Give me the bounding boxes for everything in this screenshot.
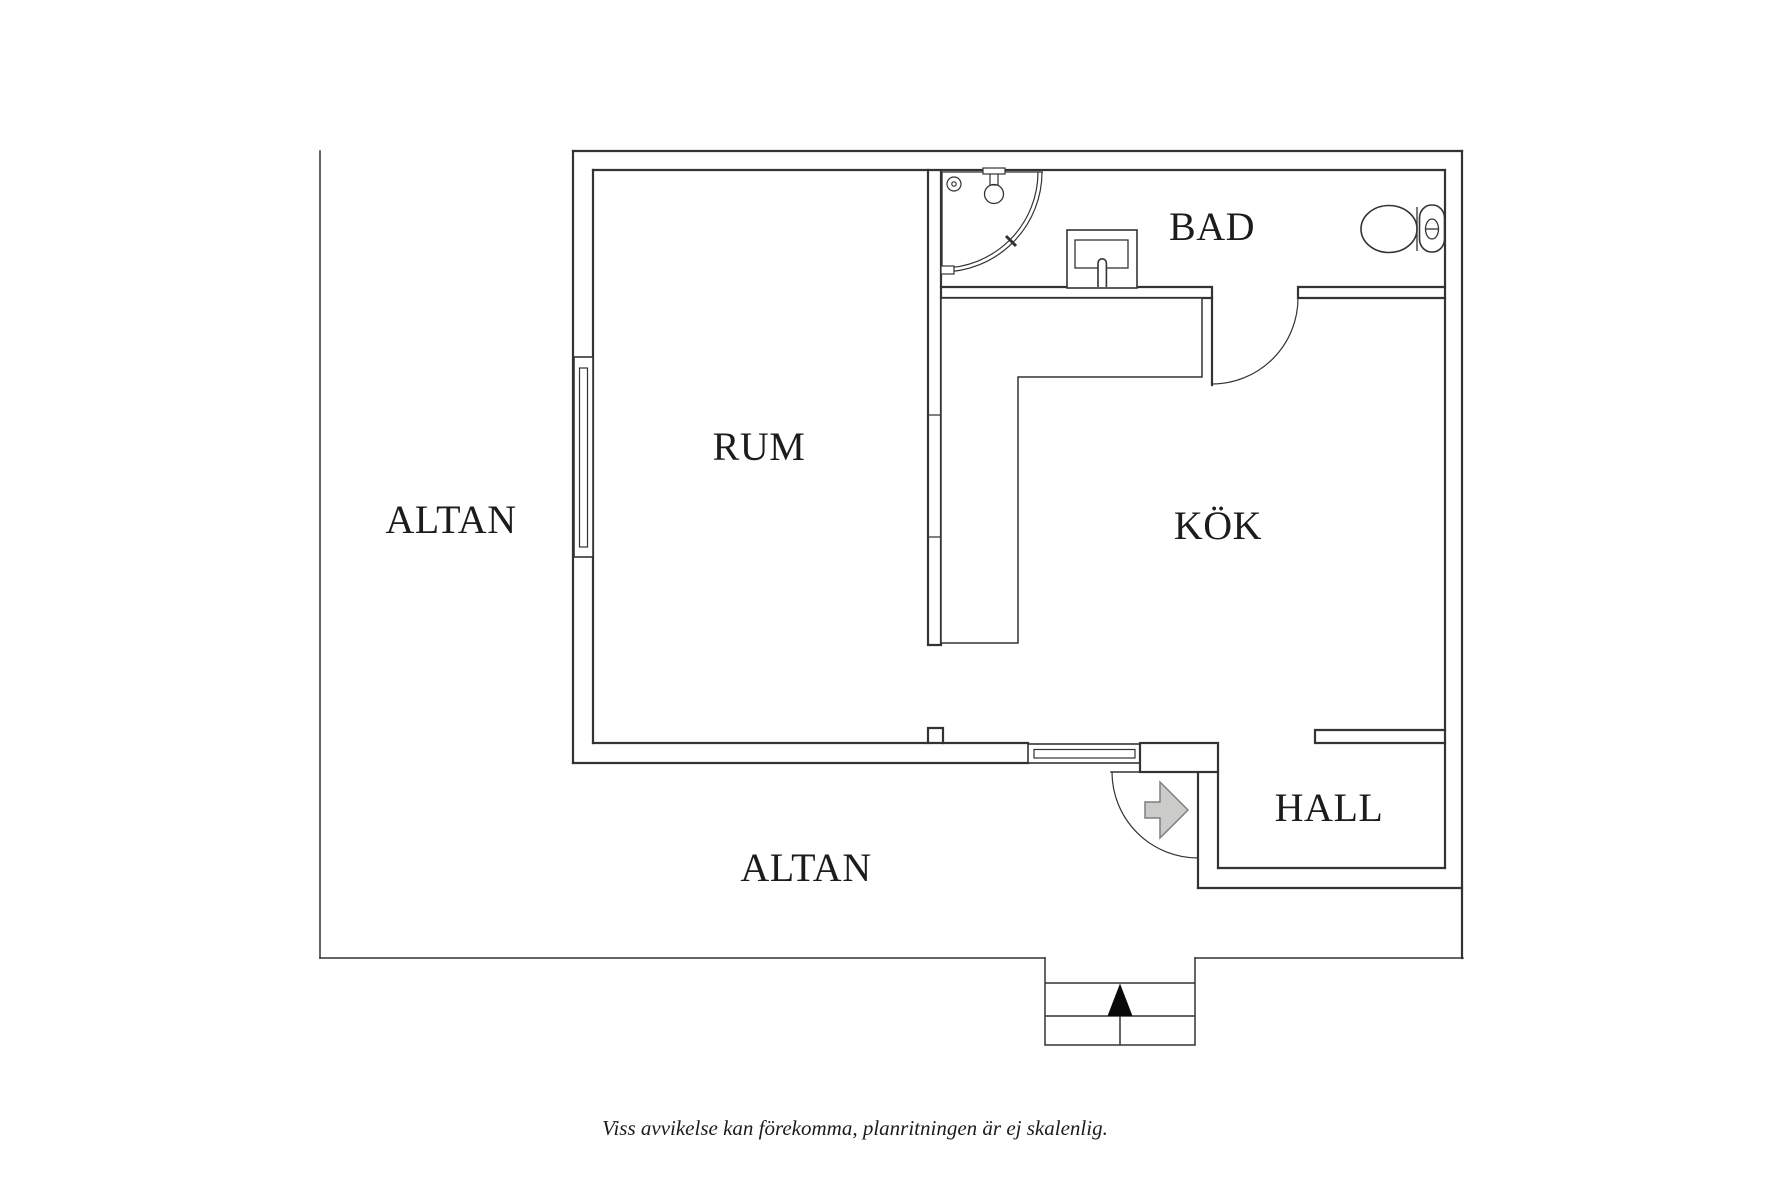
shower-hinge — [940, 265, 955, 275]
door-arc — [1211, 297, 1299, 385]
shower-dial-outer — [946, 176, 962, 192]
window-glass — [1033, 748, 1136, 759]
room-label-altan-bottom: ALTAN — [740, 845, 871, 890]
window-glass — [578, 367, 589, 548]
rum-kok-wall — [926, 168, 943, 647]
shower-glass-inner — [941, 171, 1039, 269]
door-arc — [1111, 771, 1199, 859]
toilet-bowl — [1360, 204, 1418, 254]
room-label-rum: RUM — [713, 424, 806, 469]
room-label-hall: HALL — [1275, 785, 1384, 830]
shower-bracket — [982, 167, 1006, 175]
rum-wall-stub — [926, 726, 945, 745]
sink-icon — [1066, 229, 1138, 289]
kok-hall-wall — [1313, 728, 1447, 745]
terrace-outline — [319, 150, 1464, 959]
bad-south-wall-right — [1296, 285, 1447, 300]
entrance-door — [1110, 741, 1220, 859]
sink-tap — [1097, 258, 1108, 287]
disclaimer-caption: Viss avvikelse kan förekomma, planritnin… — [602, 1116, 1108, 1140]
shower-icon — [940, 167, 1043, 275]
room-label-altan-left: ALTAN — [385, 497, 516, 542]
entrance-wall-block — [1138, 741, 1220, 774]
room-label-bad: BAD — [1169, 204, 1255, 249]
shower-door-handle — [1004, 234, 1018, 248]
window-icon-rum-west — [573, 356, 594, 558]
entry-steps — [1044, 957, 1196, 1046]
steps-arrow-icon — [1107, 983, 1133, 1016]
shower-head — [983, 183, 1005, 205]
kitchen-counter — [940, 297, 1203, 644]
rum-kok-wall-ticks — [928, 414, 941, 538]
shower-glass-outer — [941, 171, 1043, 273]
room-label-kok: KÖK — [1174, 503, 1262, 548]
window-icon-south — [1027, 743, 1141, 764]
toilet-icon — [1360, 204, 1446, 254]
shower-dial-inner — [951, 181, 957, 187]
entry-arrow-icon — [1144, 780, 1190, 840]
